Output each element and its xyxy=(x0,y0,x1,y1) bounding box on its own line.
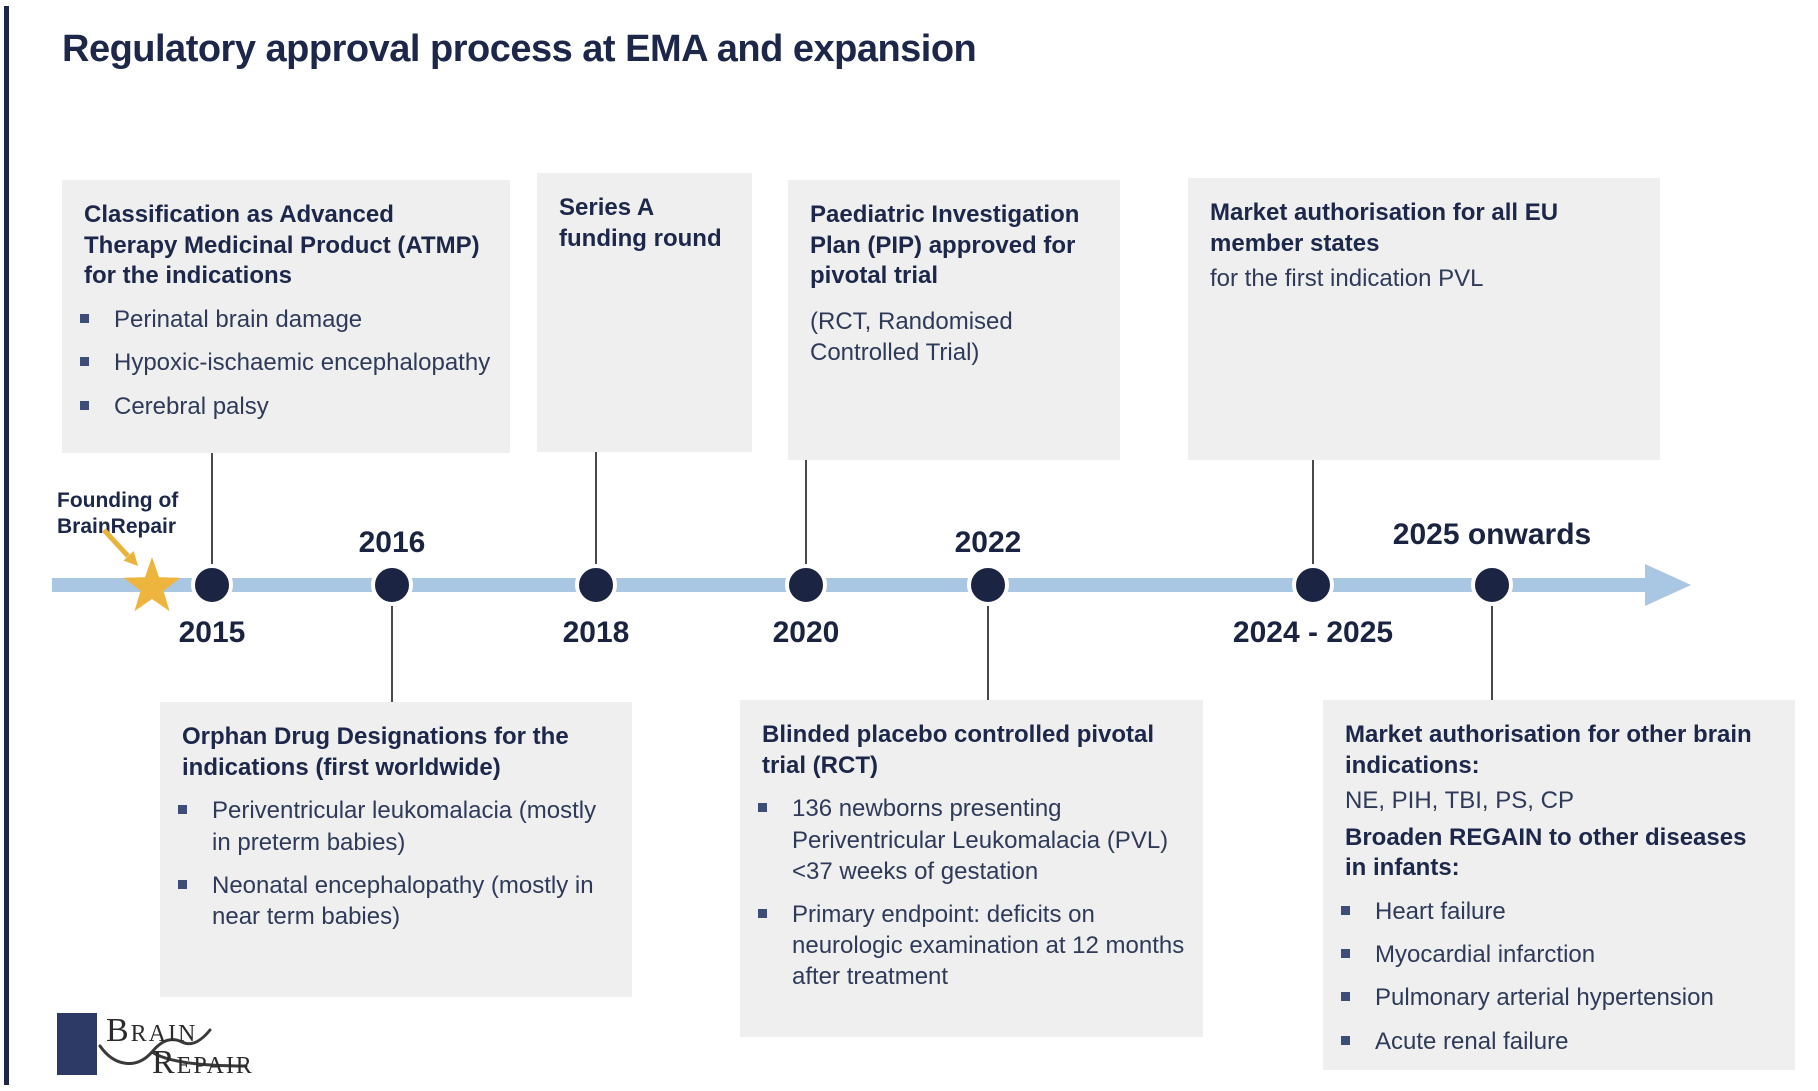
bullet-list: Heart failure Myocardial infarction Pulm… xyxy=(1323,896,1795,1057)
year-label-2020: 2020 xyxy=(772,616,840,649)
connector-line xyxy=(987,603,989,700)
bullet-list: Periventricular leukomalacia (mostly in … xyxy=(160,795,632,932)
timeline-arrow-icon xyxy=(1645,564,1691,606)
event-box-orphan-drug: Orphan Drug Designations for the indicat… xyxy=(160,702,632,997)
year-label-2022: 2022 xyxy=(954,526,1022,559)
timeline-bar xyxy=(52,578,1645,592)
event-box-subtitle: (RCT, Randomised Controlled Trial) xyxy=(810,308,1013,367)
event-box-title: Market authorisation for other brain ind… xyxy=(1345,721,1752,779)
event-box-title-secondary: Broaden REGAIN to other diseases in infa… xyxy=(1345,823,1747,882)
event-box-pivotal-trial: Blinded placebo controlled pivotal trial… xyxy=(740,700,1203,1037)
event-box-series-a: Series A funding round xyxy=(537,173,752,452)
bullet-item: Cerebral palsy xyxy=(62,391,510,422)
timeline-dot-2022 xyxy=(967,564,1009,606)
timeline-dot-2018 xyxy=(575,564,617,606)
year-label-2016: 2016 xyxy=(358,526,426,559)
logo-swoosh-icon xyxy=(98,1028,248,1068)
founding-arrow-icon xyxy=(102,528,138,566)
event-box-title: Paediatric Investigation Plan (PIP) appr… xyxy=(810,201,1080,290)
bullet-item: Perinatal brain damage xyxy=(62,304,510,335)
bullet-list: Perinatal brain damage Hypoxic-ischaemic… xyxy=(62,304,510,422)
bullet-item: Hypoxic-ischaemic encephalopathy xyxy=(62,347,510,378)
left-edge-bar xyxy=(4,6,9,1085)
logo-text-repair: Repair xyxy=(152,1044,254,1081)
timeline-dot-2020 xyxy=(785,564,827,606)
connector-line xyxy=(391,603,393,702)
timeline-dot-2025-onwards xyxy=(1471,564,1513,606)
timeline-dot-2024-2025 xyxy=(1292,564,1334,606)
connector-line xyxy=(211,453,213,569)
page-title: Regulatory approval process at EMA and e… xyxy=(62,28,977,70)
founding-star-icon xyxy=(123,557,181,612)
bullet-item: 136 newborns presenting Periventricular … xyxy=(740,793,1203,887)
year-label-2024-2025: 2024 - 2025 xyxy=(1232,616,1394,649)
year-label-2018: 2018 xyxy=(562,616,630,649)
event-box-pip-approval: Paediatric Investigation Plan (PIP) appr… xyxy=(788,180,1120,460)
bullet-item: Primary endpoint: deficits on neurologic… xyxy=(740,899,1203,993)
event-box-title: Classification as Advanced Therapy Medic… xyxy=(84,201,480,290)
event-box-title: Market authorisation for all EU member s… xyxy=(1210,199,1559,257)
timeline-dot-2015 xyxy=(191,564,233,606)
connector-line xyxy=(805,460,807,569)
bullet-item: Periventricular leukomalacia (mostly in … xyxy=(160,795,632,857)
event-box-title: Orphan Drug Designations for the indicat… xyxy=(182,723,569,781)
event-box-market-authorisation-other: Market authorisation for other brain ind… xyxy=(1323,700,1795,1070)
connector-line xyxy=(595,452,597,569)
bullet-item: Myocardial infarction xyxy=(1323,939,1795,970)
bullet-item: Acute renal failure xyxy=(1323,1026,1795,1057)
event-box-market-authorisation-eu: Market authorisation for all EU member s… xyxy=(1188,178,1660,460)
logo-square xyxy=(57,1013,97,1075)
year-label-2025-onwards: 2025 onwards xyxy=(1392,518,1592,551)
event-box-text: NE, PIH, TBI, PS, CP xyxy=(1345,787,1574,815)
year-label-2015: 2015 xyxy=(178,616,246,649)
founding-label-line1: Founding of xyxy=(57,489,179,512)
connector-line xyxy=(1312,460,1314,569)
bullet-item: Heart failure xyxy=(1323,896,1795,927)
event-box-subtitle: for the first indication PVL xyxy=(1210,265,1484,293)
event-box-title: Series A funding round xyxy=(559,194,722,252)
founding-label: Founding of BrainRepair xyxy=(57,488,178,539)
event-box-title: Blinded placebo controlled pivotal trial… xyxy=(762,721,1155,779)
bullet-item: Pulmonary arterial hypertension xyxy=(1323,982,1795,1013)
bullet-item: Neonatal encephalopathy (mostly in near … xyxy=(160,870,632,932)
event-box-classification-atmp: Classification as Advanced Therapy Medic… xyxy=(62,180,510,453)
connector-line xyxy=(1491,603,1493,700)
founding-label-line2: BrainRepair xyxy=(57,514,177,538)
bullet-list: 136 newborns presenting Periventricular … xyxy=(740,793,1203,992)
logo-text-brain: Brain xyxy=(106,1012,198,1049)
timeline-dot-2016 xyxy=(371,564,413,606)
